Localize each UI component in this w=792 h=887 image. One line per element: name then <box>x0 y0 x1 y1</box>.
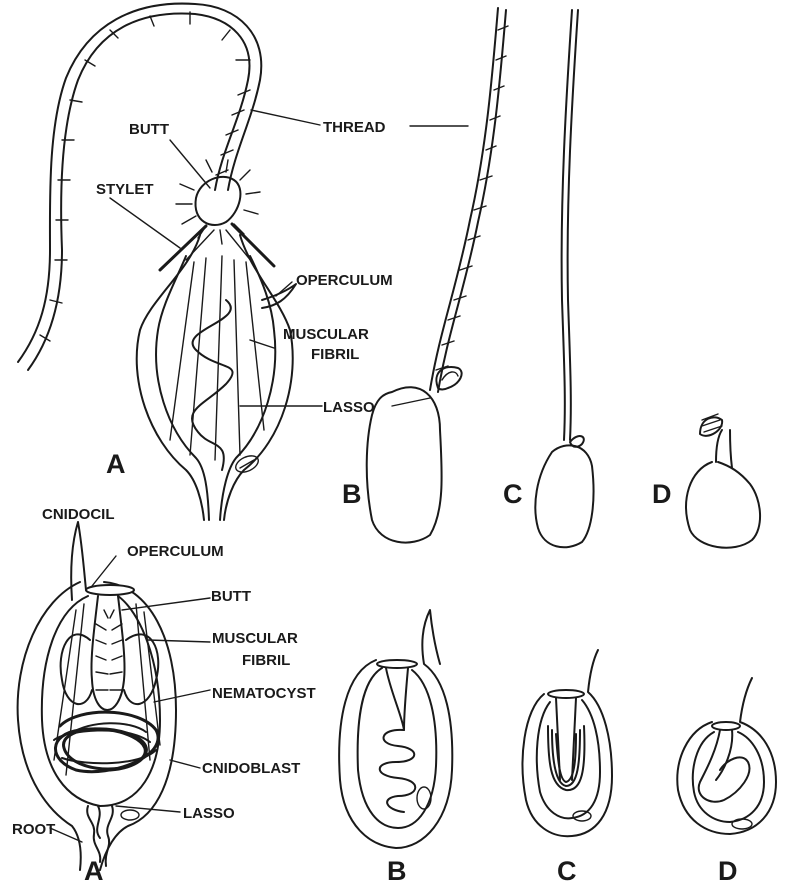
bottom-label-fibril: FIBRIL <box>242 652 290 669</box>
bottom-panel-b-letter: B <box>387 856 407 886</box>
top-label-butt: BUTT <box>129 121 169 138</box>
top-label-fibril: FIBRIL <box>311 346 359 363</box>
bottom-label-operculum: OPERCULUM <box>127 543 224 560</box>
top-panel-d-letter: D <box>652 479 672 509</box>
bottom-label-nematocyst: NEMATOCYST <box>212 685 316 702</box>
top-panel-d-drawing <box>686 414 760 548</box>
top-panel-a-drawing <box>18 4 296 520</box>
top-panel-c-drawing <box>535 10 593 547</box>
bottom-panel-d-letter: D <box>718 856 738 886</box>
top-row: BUTT THREAD STYLET OPERCULUM MUSCULAR FI… <box>18 4 760 548</box>
top-label-muscular: MUSCULAR <box>283 326 369 343</box>
top-panel-a-letter: A <box>106 449 126 479</box>
top-leader-lines <box>110 110 468 406</box>
bottom-panel-c-drawing <box>523 650 612 836</box>
bottom-label-lasso: LASSO <box>183 805 235 822</box>
bottom-label-cnidoblast: CNIDOBLAST <box>202 760 300 777</box>
bottom-label-butt: BUTT <box>211 588 251 605</box>
bottom-label-cnidocil: CNIDOCIL <box>42 506 115 523</box>
top-panel-c-letter: C <box>503 479 523 509</box>
bottom-panel-c-letter: C <box>557 856 577 886</box>
top-label-lasso: LASSO <box>323 399 375 416</box>
bottom-panel-a-letter: A <box>84 856 104 886</box>
top-label-operculum: OPERCULUM <box>296 272 393 289</box>
bottom-panel-b-drawing <box>339 610 452 848</box>
bottom-label-muscular: MUSCULAR <box>212 630 298 647</box>
top-label-stylet: STYLET <box>96 181 154 198</box>
bottom-row: CNIDOCIL OPERCULUM BUTT MUSCULAR FIBRIL … <box>12 506 776 886</box>
top-panel-b-letter: B <box>342 479 362 509</box>
bottom-panel-a-drawing <box>18 522 176 870</box>
bottom-label-root: ROOT <box>12 821 55 838</box>
top-label-thread: THREAD <box>323 119 386 136</box>
bottom-panel-d-drawing <box>677 678 776 834</box>
